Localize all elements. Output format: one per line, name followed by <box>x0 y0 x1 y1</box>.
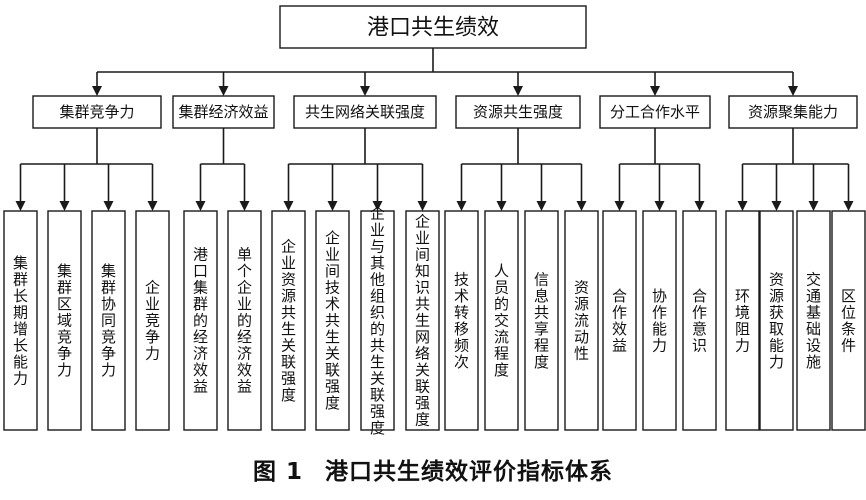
leaf-node: 技术转移频次 <box>444 210 479 431</box>
leaf-label: 港口集群的经济效益 <box>193 246 208 396</box>
arrow-head <box>92 86 102 96</box>
leaf-label: 企业间知识共生网络关联强度 <box>415 213 430 429</box>
leaf-node: 合作意识 <box>682 210 717 431</box>
arrow-head <box>650 86 660 96</box>
arrow-head <box>614 201 625 211</box>
arrow-head <box>147 201 158 211</box>
leaf-label: 单个企业的经济效益 <box>237 246 252 396</box>
leaf-node: 合作效益 <box>602 210 637 431</box>
leaf-node: 协作能力 <box>642 210 677 431</box>
leaf-node: 集群长期增长能力 <box>3 210 38 431</box>
figure-number: 图 1 <box>252 459 303 485</box>
arrow-head <box>15 201 26 211</box>
leaf-node: 交通基础设施 <box>796 210 831 431</box>
arrow-head <box>456 201 467 211</box>
leaf-row: 集群长期增长能力 集群区域竞争力 集群协同竞争力 企业竞争力 港口集群的经济效益 单个企业… <box>3 204 866 437</box>
arrow-head <box>417 201 428 211</box>
leaf-label: 企业与其他组织的共生关联强度 <box>370 204 385 437</box>
category-label: 集群竞争力 <box>59 103 134 121</box>
arrow-head <box>218 86 229 96</box>
arrow-head <box>372 201 383 211</box>
arrow-head <box>737 201 748 211</box>
figure-title: 港口共生绩效评价指标体系 <box>325 459 613 485</box>
arrow-head <box>239 201 250 211</box>
connector-lines <box>15 48 854 211</box>
leaf-label: 企业资源共生关联强度 <box>281 237 296 404</box>
leaf-label: 协作能力 <box>652 287 667 355</box>
arrow-head <box>283 201 294 211</box>
leaf-node: 单个企业的经济效益 <box>227 210 262 431</box>
leaf-label: 企业间技术共生关联强度 <box>325 229 340 412</box>
arrow-head <box>195 201 206 211</box>
leaf-node: 资源流动性 <box>564 210 599 431</box>
leaf-node: 企业间知识共生网络关联强度 <box>405 210 440 431</box>
leaf-label: 合作效益 <box>612 287 627 355</box>
leaf-node: 环境阻力 <box>725 210 760 431</box>
leaf-label: 环境阻力 <box>735 287 750 355</box>
category-label: 资源共生强度 <box>473 103 563 121</box>
leaf-label: 资源流动性 <box>574 279 589 363</box>
leaf-label: 企业竞争力 <box>145 279 160 363</box>
arrow-head <box>513 86 523 96</box>
category-node: 集群竞争力 <box>32 95 162 129</box>
category-node: 共生网络关联强度 <box>293 95 437 129</box>
category-label: 共生网络关联强度 <box>305 103 425 121</box>
arrow-head <box>496 201 507 211</box>
arrow-head <box>694 201 705 211</box>
leaf-label: 交通基础设施 <box>806 270 821 371</box>
leaf-label: 区位条件 <box>841 287 856 355</box>
category-node: 集群经济效益 <box>172 95 275 129</box>
leaf-node: 企业间技术共生关联强度 <box>315 210 350 431</box>
arrow-head <box>327 201 338 211</box>
arrow-head <box>536 201 547 211</box>
leaf-node: 集群区域竞争力 <box>47 210 82 431</box>
category-row: 集群竞争力 集群经济效益 共生网络关联强度 资源共生强度 分工合作水平 资源聚集能力 <box>32 95 858 129</box>
figure-caption: 图 1 港口共生绩效评价指标体系 <box>0 452 866 486</box>
leaf-node: 资源获取能力 <box>759 210 794 431</box>
arrow-head <box>103 201 114 211</box>
arrow-head <box>771 201 782 211</box>
leaf-node: 企业竞争力 <box>135 210 170 431</box>
leaf-label: 信息共享程度 <box>534 270 549 371</box>
category-label: 集群经济效益 <box>178 103 268 121</box>
leaf-node: 人员的交流程度 <box>484 210 519 431</box>
arrow-head <box>576 201 587 211</box>
leaf-label: 集群长期增长能力 <box>13 254 28 388</box>
leaf-label: 集群协同竞争力 <box>101 262 116 379</box>
category-node: 资源共生强度 <box>455 95 581 129</box>
leaf-node: 区位条件 <box>831 210 866 431</box>
leaf-node: 港口集群的经济效益 <box>183 210 218 431</box>
leaf-node: 集群协同竞争力 <box>91 210 126 431</box>
root-label: 港口共生绩效 <box>367 16 499 41</box>
category-label: 分工合作水平 <box>610 103 700 121</box>
leaf-node: 信息共享程度 <box>524 210 559 431</box>
root-node: 港口共生绩效 <box>279 5 587 49</box>
category-node: 资源聚集能力 <box>728 95 858 129</box>
leaf-node: 企业资源共生关联强度 <box>271 210 306 431</box>
category-label: 资源聚集能力 <box>748 103 838 121</box>
leaf-label: 技术转移频次 <box>454 270 469 371</box>
arrow-head <box>360 86 370 96</box>
leaf-label: 集群区域竞争力 <box>57 262 72 379</box>
leaf-node: 企业与其他组织的共生关联强度 <box>360 204 395 437</box>
indicator-tree-diagram: 港口共生绩效 集群竞争力集群经济效益共生网络关联强度资源共生强度分工合作水平资源… <box>3 5 866 437</box>
leaf-label: 人员的交流程度 <box>494 262 509 379</box>
leaf-label: 合作意识 <box>692 287 707 355</box>
arrow-head <box>654 201 665 211</box>
arrow-head <box>808 201 819 211</box>
category-node: 分工合作水平 <box>599 95 711 129</box>
arrow-head <box>843 201 854 211</box>
arrow-head <box>59 201 70 211</box>
leaf-label: 资源获取能力 <box>769 270 784 371</box>
arrow-head <box>788 86 798 96</box>
